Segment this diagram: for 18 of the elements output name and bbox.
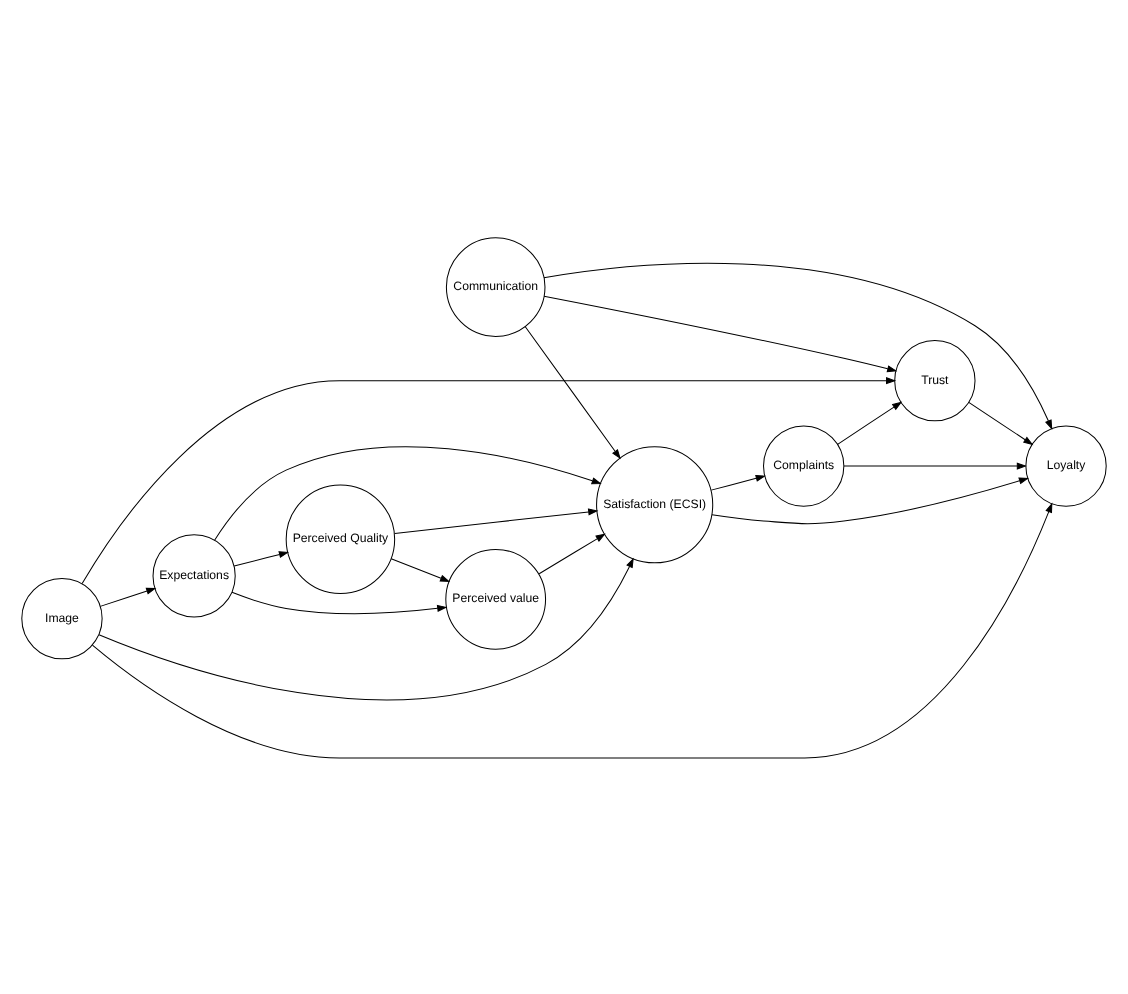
arrow [394, 507, 599, 533]
arrow [543, 294, 898, 372]
arrow [524, 325, 621, 459]
arrow [99, 586, 157, 606]
arrow [710, 473, 766, 490]
arrow [231, 590, 448, 614]
arrow [98, 556, 634, 700]
arrow [390, 557, 451, 581]
arrow [843, 461, 1027, 469]
arrow [91, 501, 1053, 758]
arrow [711, 476, 1030, 524]
arrow [968, 400, 1034, 445]
arrow [81, 376, 897, 583]
arrow [233, 550, 290, 566]
arrow [538, 532, 606, 574]
arrow [837, 400, 903, 444]
arrow [543, 261, 1053, 429]
arrow [214, 445, 602, 540]
